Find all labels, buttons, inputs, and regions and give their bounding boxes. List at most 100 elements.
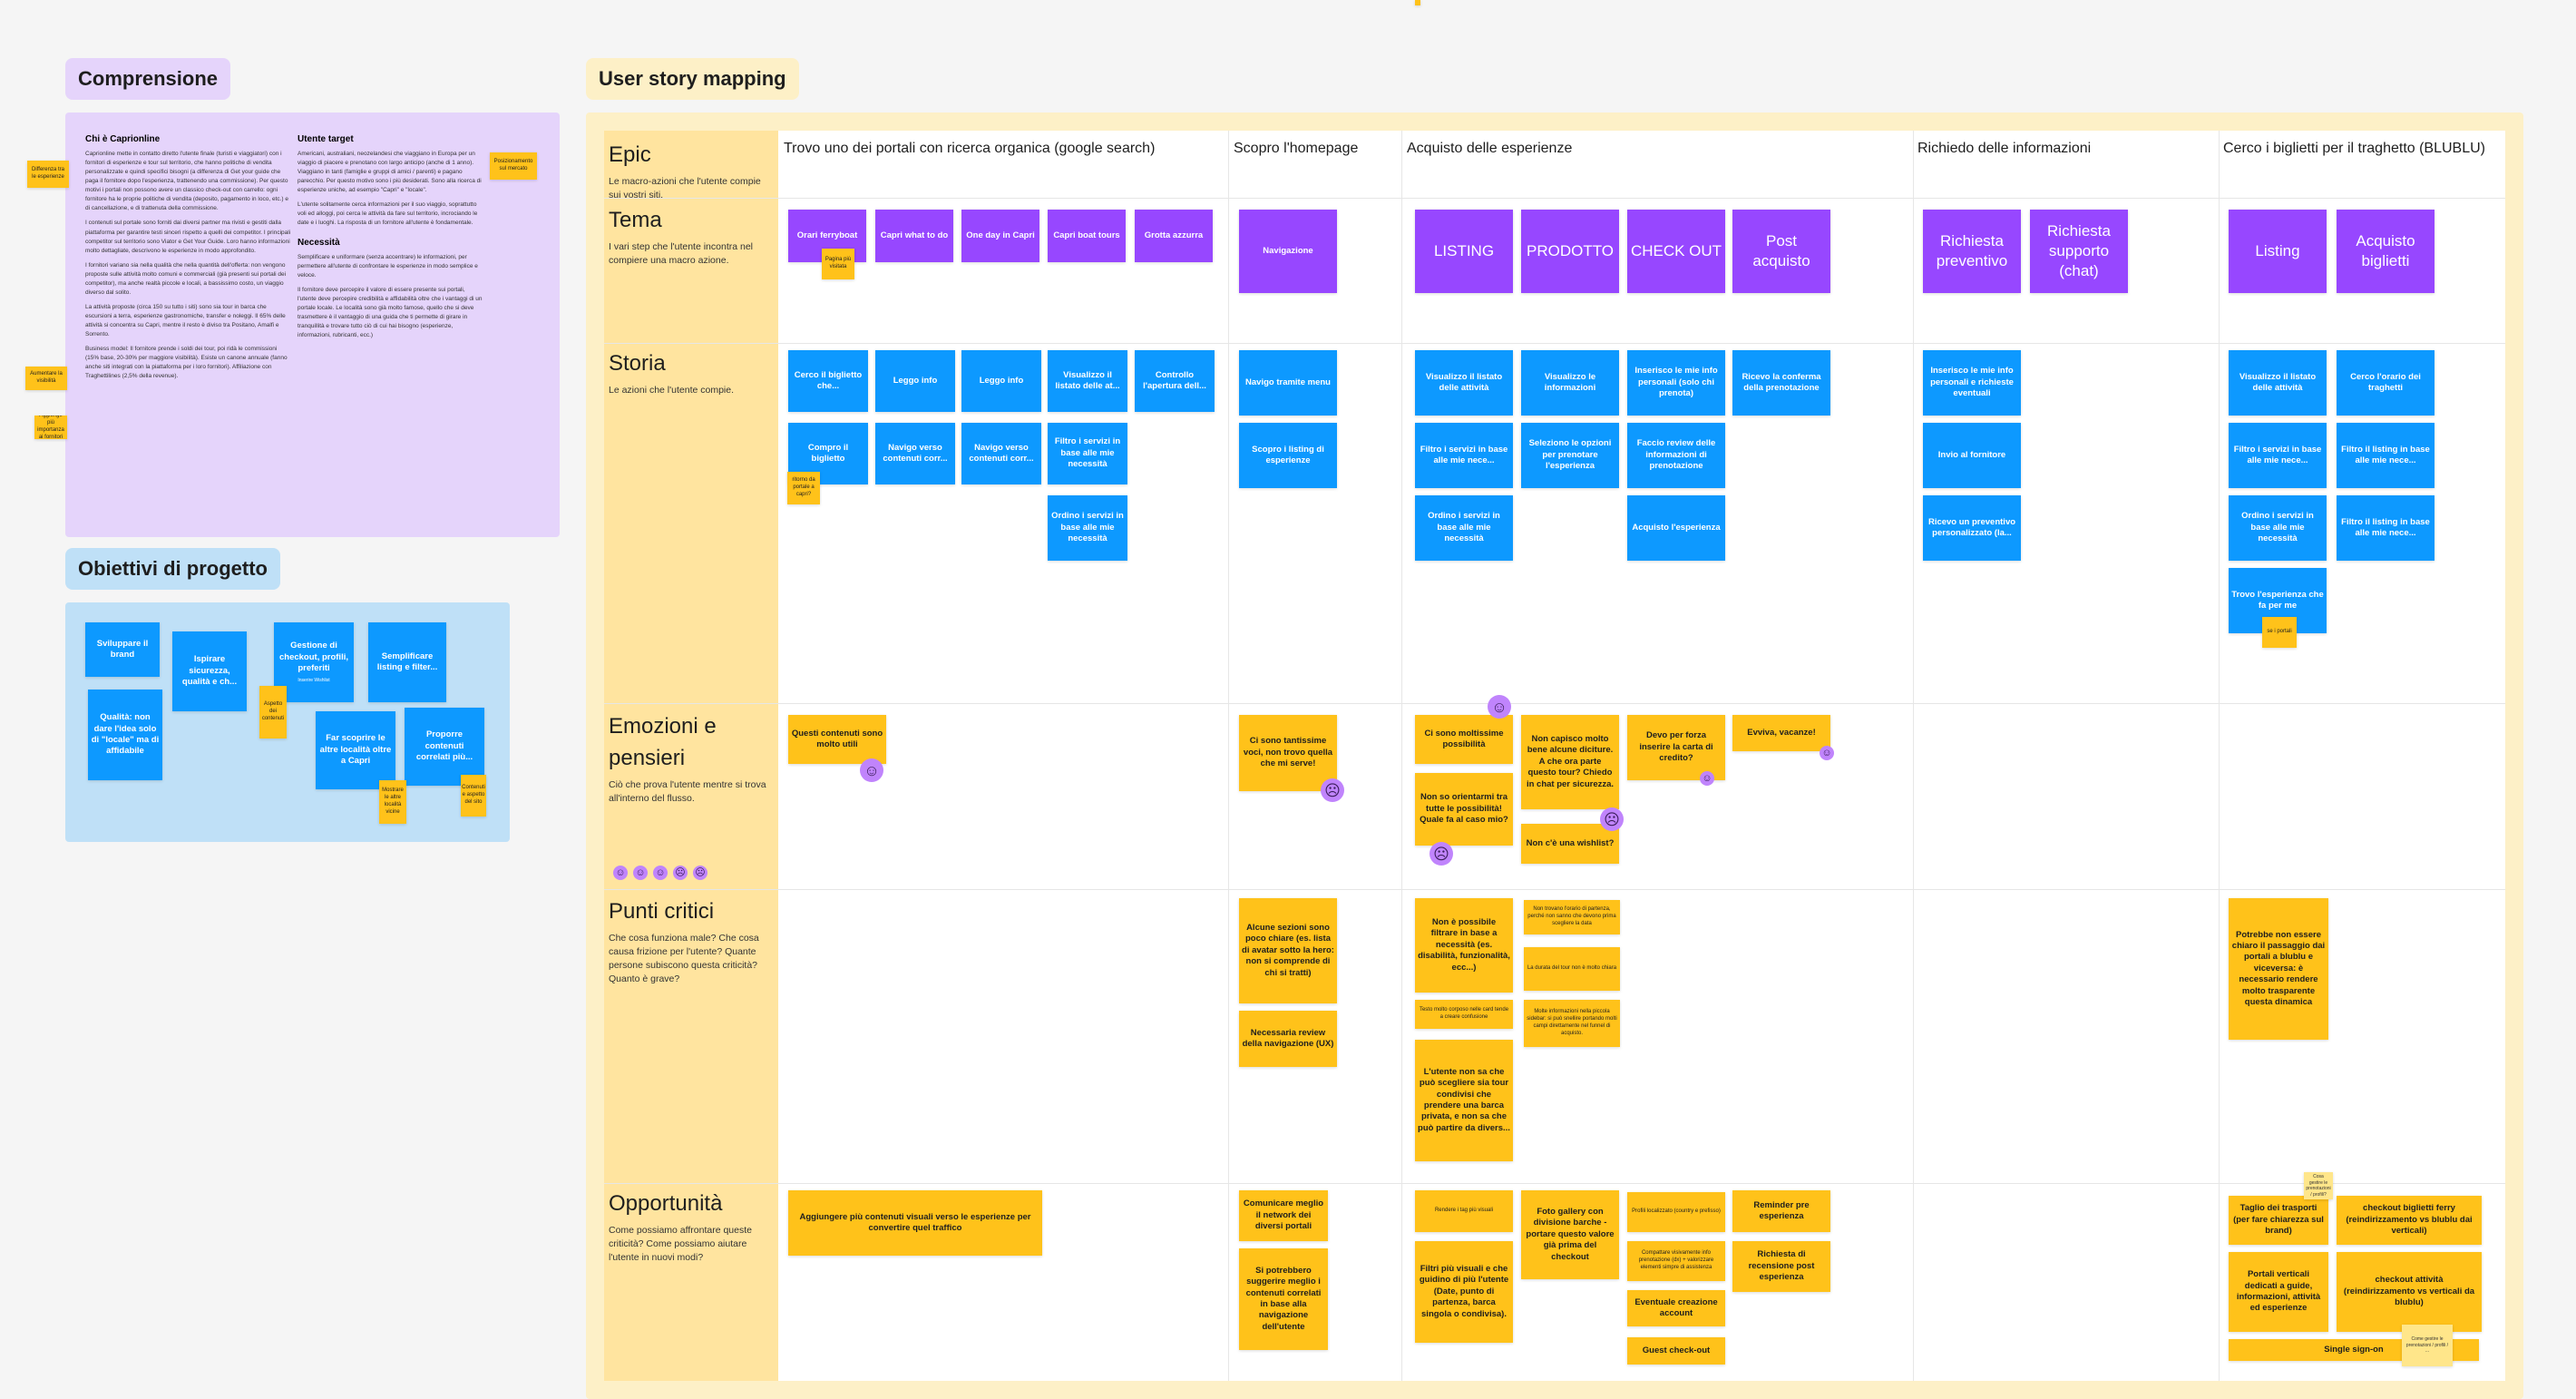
tema-card[interactable]: Richiesta preventivo <box>1923 210 2021 293</box>
tema-card[interactable]: Richiesta supporto (chat) <box>2030 210 2128 293</box>
storia-card[interactable]: Inserisco le mie info personali (solo ch… <box>1627 350 1725 416</box>
tema-card[interactable]: Capri what to do <box>875 210 953 262</box>
emotion-card[interactable]: Non capisco molto bene alcune diciture. … <box>1521 715 1619 809</box>
row-desc: Come possiamo affrontare queste criticit… <box>609 1224 752 1264</box>
storia-sticky[interactable]: ritorno da portale a capri? <box>787 472 820 504</box>
goal-card[interactable]: Qualità: non dare l'idea solo di "locale… <box>88 690 162 780</box>
storia-card[interactable]: Controllo l'apertura dell... <box>1135 350 1215 412</box>
side-sticky[interactable]: Differenza tra le esperienze <box>27 161 69 188</box>
tema-card[interactable]: Post acquisto <box>1732 210 1830 293</box>
storia-card[interactable]: Ordino i servizi in base alle mie necess… <box>1048 495 1127 561</box>
tema-card[interactable]: Acquisto biglietti <box>2337 210 2435 293</box>
storia-card[interactable]: Ordino i servizi in base alle mie necess… <box>1415 495 1513 561</box>
side-sticky[interactable]: Aumentare la visibilità <box>25 367 67 390</box>
pain-point-card[interactable]: Testo molto corposo nelle card tende a c… <box>1415 1000 1513 1029</box>
goal-card[interactable]: Semplificare listing e filter... <box>368 622 446 702</box>
goal-card[interactable]: Ispirare sicurezza, qualità e ch... <box>172 631 247 711</box>
opportunity-card[interactable]: Richiesta di recensione post esperienza <box>1732 1241 1830 1292</box>
storia-card[interactable]: Ordino i servizi in base alle mie necess… <box>2229 495 2327 561</box>
goal-sticky[interactable]: Mostrare le altre località vicine <box>379 780 406 824</box>
storia-card[interactable]: Scopro i listing di esperienze <box>1239 423 1337 488</box>
emotion-card[interactable]: Questi contenuti sono molto utili <box>788 715 886 764</box>
tema-card[interactable]: PRODOTTO <box>1521 210 1619 293</box>
goal-card[interactable]: Proporre contenuti correlati più... <box>405 708 484 786</box>
opportunity-card[interactable]: Compattare visivamente info prenotazione… <box>1627 1241 1725 1281</box>
emotion-card[interactable]: Ci sono tantissime voci, non trovo quell… <box>1239 715 1337 791</box>
storia-sticky[interactable]: se i portali <box>2262 617 2297 648</box>
emotion-card[interactable] <box>1415 0 1420 5</box>
storia-card[interactable]: Filtro il listing in base alle mie nece.… <box>2337 423 2435 488</box>
side-sticky[interactable]: Posizionamento sul mercato <box>490 152 537 180</box>
opportunity-card[interactable]: Profili localizzato (country e prefisso) <box>1627 1192 1725 1232</box>
opportunity-card[interactable]: Portali verticali dedicati a guide, info… <box>2229 1252 2328 1332</box>
goal-card[interactable]: Gestione di checkout, profili, preferiti… <box>274 622 354 702</box>
storia-card[interactable]: Filtro i servizi in base alle mie necess… <box>1048 423 1127 484</box>
pain-point-card[interactable]: Non è possibile filtrare in base a neces… <box>1415 898 1513 993</box>
goal-sticky[interactable]: Contenuti e aspetto del sito <box>461 775 486 817</box>
pain-point-card[interactable]: Alcune sezioni sono poco chiare (es. lis… <box>1239 898 1337 1003</box>
tema-card[interactable]: CHECK OUT <box>1627 210 1725 293</box>
opportunity-card[interactable]: Aggiungere più contenuti visuali verso l… <box>788 1190 1042 1256</box>
tema-card[interactable]: One day in Capri <box>961 210 1039 262</box>
storia-card[interactable]: Ricevo la conferma della prenotazione <box>1732 350 1830 416</box>
storia-card[interactable]: Ricevo un preventivo personalizzato (la.… <box>1923 495 2021 561</box>
chi-column: Chi è Caprionline Caprionline mette in c… <box>85 134 292 381</box>
storia-card[interactable]: Visualizzo il listato delle attività <box>2229 350 2327 416</box>
opportunity-card[interactable]: Reminder pre esperienza <box>1732 1190 1830 1232</box>
emotion-card[interactable]: Non so orientarmi tra tutte le possibili… <box>1415 773 1513 846</box>
opportunity-card[interactable]: Rendere i tag più visuali <box>1415 1190 1513 1232</box>
storia-card[interactable]: Visualizzo il listato delle at... <box>1048 350 1127 412</box>
opportunity-card[interactable]: checkout attività (reindirizzamento vs v… <box>2337 1252 2482 1332</box>
opportunity-card[interactable]: Filtri più visuali e che guidino di più … <box>1415 1241 1513 1343</box>
row-title: Tema <box>609 208 662 232</box>
goal-sticky[interactable]: Aspetto dei contenuti <box>259 686 287 739</box>
opportunity-card[interactable]: Foto gallery con divisione barche - port… <box>1521 1190 1619 1279</box>
storia-card[interactable]: Filtro il listing in base alle mie nece.… <box>2337 495 2435 561</box>
emotion-card[interactable]: Ci sono moltissime possibilità <box>1415 715 1513 764</box>
emotion-card[interactable]: Evviva, vacanze! <box>1732 715 1830 751</box>
tema-card[interactable]: Navigazione <box>1239 210 1337 293</box>
pain-point-card[interactable]: Molte informazioni nella piccola sidebar… <box>1524 1000 1620 1047</box>
opportunity-card[interactable]: Guest check-out <box>1627 1337 1725 1365</box>
opportunity-card[interactable]: checkout biglietti ferry (reindirizzamen… <box>2337 1196 2482 1245</box>
tema-sticky[interactable]: Pagina più visitata <box>822 249 854 279</box>
tema-card[interactable]: LISTING <box>1415 210 1513 293</box>
side-sticky[interactable]: Aggiunge più importanza ai fornitori <box>34 416 67 439</box>
tema-card[interactable]: Capri boat tours <box>1048 210 1126 262</box>
goal-card[interactable]: Sviluppare il brand <box>85 622 160 677</box>
goal-card[interactable]: Far scoprire le altre località oltre a C… <box>316 711 395 789</box>
storia-card[interactable]: Invio al fornitore <box>1923 423 2021 488</box>
storia-card[interactable]: Acquisto l'esperienza <box>1627 495 1725 561</box>
storia-card[interactable]: Cerco l'orario dei traghetti <box>2337 350 2435 416</box>
opportunity-card[interactable]: Taglio dei trasporti (per fare chiarezza… <box>2229 1196 2328 1245</box>
storia-card[interactable]: Inserisco le mie info personali e richie… <box>1923 350 2021 416</box>
emotion-card[interactable]: Devo per forza inserire la carta di cred… <box>1627 715 1725 780</box>
storia-card[interactable]: Filtro i servizi in base alle mie nece..… <box>1415 423 1513 488</box>
pain-point-card[interactable]: La durata del tour non è molto chiara <box>1524 947 1620 991</box>
storia-card[interactable]: Faccio review delle informazioni di pren… <box>1627 423 1725 488</box>
target-paragraph: Americani, australiani, neozelandesi che… <box>298 151 482 194</box>
opportunity-sticky[interactable]: Cosa gestire le prenotazioni / profili? <box>2304 1172 2333 1199</box>
opportunity-card[interactable]: Si potrebbero suggerire meglio i contenu… <box>1239 1248 1328 1350</box>
opportunity-sticky[interactable]: Come gestire le prenotazioni / profili /… <box>2402 1325 2453 1366</box>
storia-card[interactable]: Leggo info <box>875 350 955 412</box>
storia-card[interactable]: Visualizzo le informazioni <box>1521 350 1619 416</box>
tema-card[interactable]: Listing <box>2229 210 2327 293</box>
happy-face-icon: ☺ <box>633 866 648 880</box>
pain-point-card[interactable]: L'utente non sa che può scegliere sia to… <box>1415 1040 1513 1161</box>
tema-card[interactable]: Grotta azzurra <box>1135 210 1213 262</box>
storia-card[interactable]: Filtro i servizi in base alle mie nece..… <box>2229 423 2327 488</box>
opportunity-card[interactable]: Comunicare meglio il network dei diversi… <box>1239 1190 1328 1241</box>
storia-card[interactable]: Visualizzo il listato delle attività <box>1415 350 1513 416</box>
pain-point-card[interactable]: Potrebbe non essere chiaro il passaggio … <box>2229 898 2328 1040</box>
storia-card[interactable]: Cerco il biglietto che... <box>788 350 868 412</box>
pain-point-card[interactable]: Necessaria review della navigazione (UX) <box>1239 1011 1337 1067</box>
opportunity-card[interactable]: Eventuale creazione account <box>1627 1290 1725 1326</box>
storia-card[interactable]: Navigo verso contenuti corr... <box>875 423 955 484</box>
storia-card[interactable]: Navigo verso contenuti corr... <box>961 423 1041 484</box>
pain-point-card[interactable]: Non trovano l'orario di partenza, perché… <box>1524 900 1620 934</box>
emotion-card[interactable]: Non c'è una wishlist? <box>1521 824 1619 864</box>
storia-card[interactable]: Leggo info <box>961 350 1041 412</box>
storia-card[interactable]: Navigo tramite menu <box>1239 350 1337 416</box>
storia-card[interactable]: Seleziono le opzioni per prenotare l'esp… <box>1521 423 1619 488</box>
